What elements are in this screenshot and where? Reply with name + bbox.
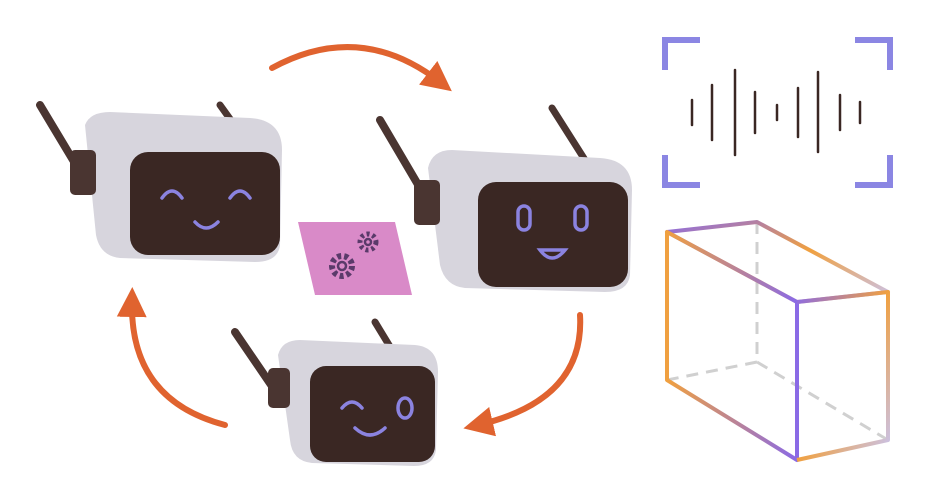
gear-icon xyxy=(329,231,379,279)
robot-winking xyxy=(231,318,438,466)
cycle-arrows xyxy=(116,44,584,437)
arrow-icon xyxy=(463,312,584,437)
robot-happy xyxy=(36,101,282,262)
arrow-icon xyxy=(116,287,228,428)
sound-wave-icon xyxy=(662,37,893,188)
wireframe-box-icon xyxy=(665,220,890,462)
robot-surprised xyxy=(376,104,632,292)
gear-card xyxy=(298,222,412,295)
arrow-icon xyxy=(269,44,452,92)
